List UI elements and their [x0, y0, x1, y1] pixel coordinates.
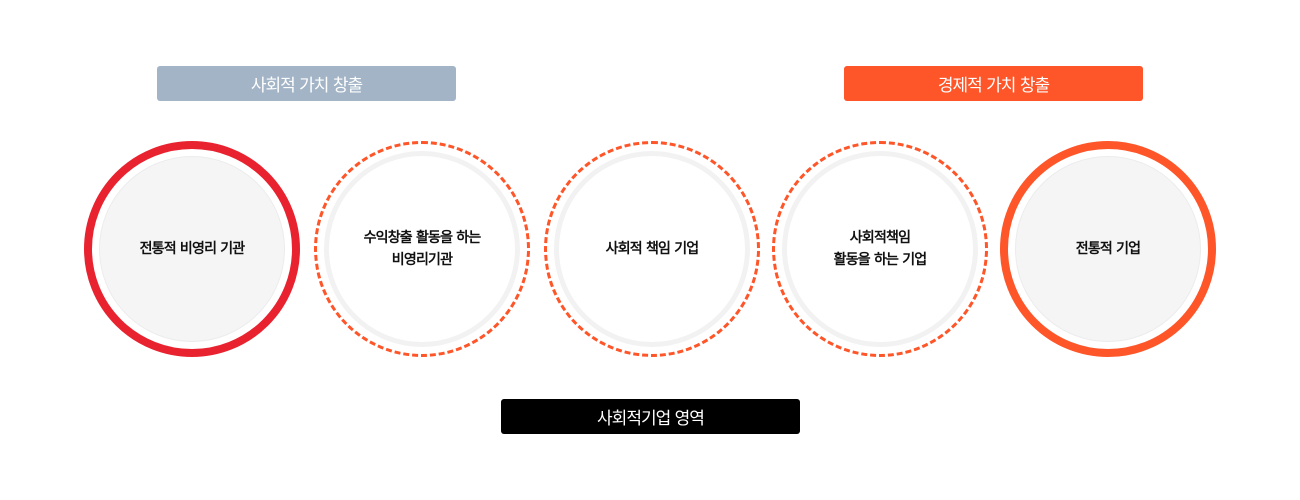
circle-label: 사회적책임 활동을 하는 기업 [833, 230, 928, 268]
circle-traditional-company: 전통적 기업 [1000, 141, 1216, 357]
social-value-header: 사회적 가치 창출 [157, 66, 456, 101]
circle-label: 전통적 기업 [1075, 241, 1141, 257]
social-enterprise-area-label: 사회적기업 영역 [501, 399, 800, 434]
circle-label: 전통적 비영리 기관 [139, 241, 246, 257]
circle-traditional-nonprofit: 전통적 비영리 기관 [84, 141, 300, 357]
circle-revenue-nonprofit: 수익창출 활동을 하는 비영리기관 [314, 141, 530, 357]
circle-csr-company: 사회적책임 활동을 하는 기업 [772, 141, 988, 357]
circle-label: 사회적 책임 기업 [605, 241, 700, 257]
circle-label: 수익창출 활동을 하는 비영리기관 [363, 230, 482, 268]
economic-value-header: 경제적 가치 창출 [844, 66, 1143, 101]
circle-social-responsibility-company: 사회적 책임 기업 [544, 141, 760, 357]
